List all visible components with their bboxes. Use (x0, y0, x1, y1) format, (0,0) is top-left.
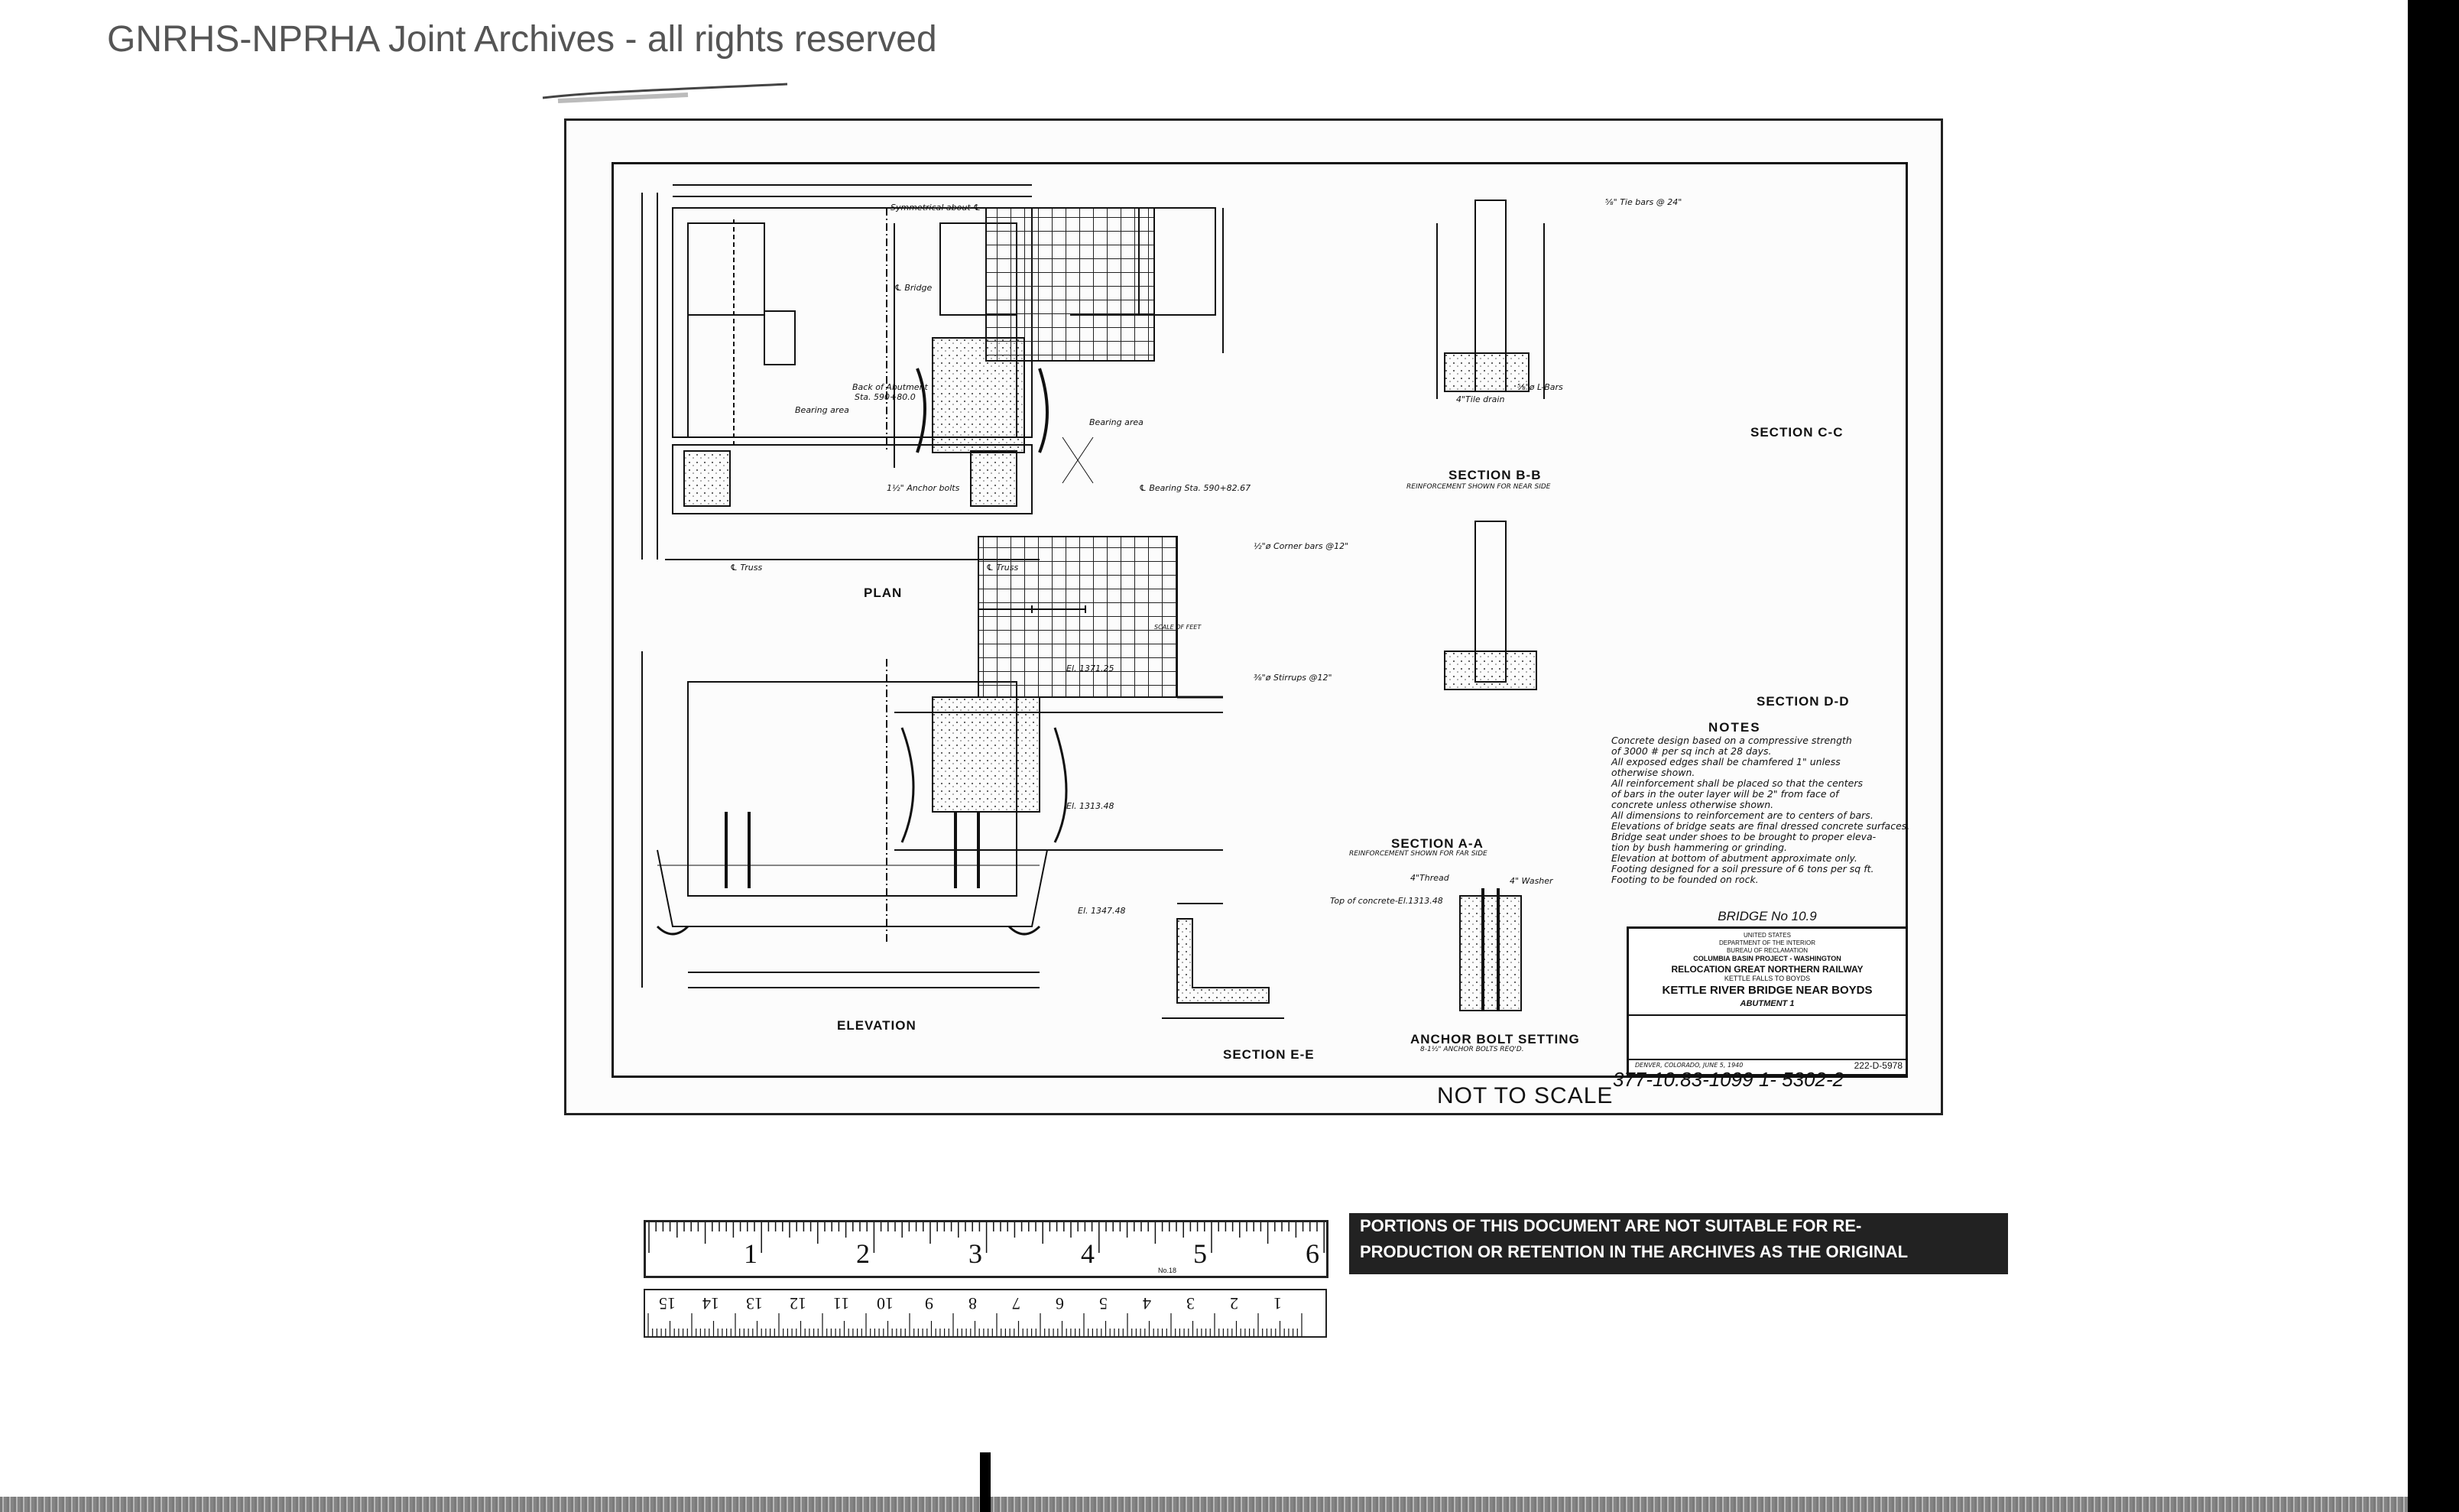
section-cc-title: SECTION C-C (1750, 425, 1844, 440)
scale-caption: SCALE OF FEET (1154, 624, 1202, 631)
section-bb-view (894, 207, 1224, 468)
label-corner-bars: ½"ø Corner bars @12" (1254, 541, 1349, 551)
section-bb-title: SECTION B-B (1448, 468, 1542, 482)
section-aa-subtitle: REINFORCEMENT SHOWN FOR FAR SIDE (1349, 850, 1487, 858)
agency-line-2: DEPARTMENT OF THE INTERIOR (1718, 939, 1816, 946)
inch-2: 2 (856, 1238, 870, 1269)
elevation-view (641, 651, 1048, 988)
label-tie-bars: ⅝" Tie bars @ 24" (1605, 197, 1682, 207)
anchor-title: ANCHOR BOLT SETTING (1410, 1032, 1580, 1046)
location-line: DENVER, COLORADO, JUNE 5, 1940 (1635, 1062, 1744, 1069)
cm-9: 9 (925, 1294, 933, 1313)
section-aa-title: SECTION A-A (1391, 836, 1484, 851)
scan-bottom-strip (0, 1497, 2408, 1512)
abutment-drawing (641, 184, 1545, 1019)
label-el-top: El. 1371.25 (1066, 664, 1114, 673)
project-line: COLUMBIA BASIN PROJECT - WASHINGTON (1693, 955, 1841, 962)
notes-body: Concrete design based on a compressive s… (1611, 735, 1910, 885)
scan-marker (980, 1452, 991, 1512)
scan-edge (2408, 0, 2459, 1512)
section-bb-subtitle: REINFORCEMENT SHOWN FOR NEAR SIDE (1406, 483, 1551, 491)
label-washer: 4" Washer (1510, 876, 1553, 886)
ruler-brand: No.18 (1158, 1267, 1177, 1274)
section-dd-title: SECTION D-D (1757, 694, 1850, 709)
section-ee-title: SECTION E-E (1223, 1047, 1315, 1062)
section-aa-view (894, 536, 1223, 851)
bridge-title: KETTLE RIVER BRIDGE NEAR BOYDS (1662, 984, 1873, 997)
label-anchor-bolts: 1½" Anchor bolts (887, 483, 960, 493)
cm-ticks (647, 1313, 1302, 1336)
reproduction-warning: PORTIONS OF THIS DOCUMENT ARE NOT SUITAB… (1349, 1213, 2008, 1274)
label-bridge-cl: ℄ Bridge (894, 283, 933, 293)
section-ee-view (1162, 903, 1284, 1019)
label-bearing-area-right: Bearing area (1089, 417, 1144, 427)
cm-11: 11 (833, 1294, 850, 1313)
warning-line-2: PRODUCTION OR RETENTION IN THE ARCHIVES … (1360, 1242, 1909, 1261)
label-l-bars: ⅝"ø L-Bars (1517, 382, 1563, 392)
agency-line-3: BUREAU OF RECLAMATION (1726, 947, 1809, 954)
label-top-concrete: Top of concrete-El.1313.48 (1330, 896, 1443, 906)
label-symmetrical: Symmetrical about ℄ (890, 203, 981, 213)
label-bearing-sta: ℄ Bearing Sta. 590+82.67 (1139, 483, 1251, 493)
section-dd-view (1444, 521, 1537, 690)
agency-line-1: UNITED STATES (1744, 932, 1791, 939)
cm-ruler: 1 2 3 4 5 6 7 8 9 10 11 12 13 14 15 (644, 1289, 1327, 1338)
cm-3: 3 (1186, 1294, 1195, 1313)
cm-7: 7 (1012, 1294, 1020, 1313)
cm-6: 6 (1056, 1294, 1064, 1313)
label-back-abutment-sta: Sta. 590+80.0 (855, 392, 916, 402)
title-block: BRIDGE No 10.9 UNITED STATES DEPARTMENT … (1627, 909, 1908, 1076)
plan-title: PLAN (864, 586, 903, 600)
drawing-number: 377-10.83-1099 1- 5302-2 (1613, 1068, 1844, 1091)
cm-4: 4 (1143, 1294, 1151, 1313)
label-bearing-area-left: Bearing area (795, 405, 849, 415)
cm-14: 14 (702, 1294, 719, 1313)
cm-8: 8 (968, 1294, 977, 1313)
inch-4: 4 (1081, 1238, 1095, 1269)
cm-15: 15 (659, 1294, 676, 1313)
route-line: KETTLE FALLS TO BOYDS (1724, 975, 1811, 982)
label-back-abutment: Back of Abutment (852, 382, 928, 392)
warning-line-1: PORTIONS OF THIS DOCUMENT ARE NOT SUITAB… (1360, 1216, 1862, 1235)
anchor-bolt-view (1459, 888, 1522, 1011)
bridge-number: BRIDGE No 10.9 (1718, 909, 1817, 923)
label-thread: 4"Thread (1410, 873, 1449, 883)
relocation-line: RELOCATION GREAT NORTHERN RAILWAY (1671, 964, 1864, 975)
inch-ticks (648, 1222, 1325, 1253)
cm-10: 10 (877, 1294, 894, 1313)
label-truss-right: ℄ Truss (986, 563, 1019, 573)
notes-title: NOTES (1708, 720, 1761, 735)
scan-smudge (542, 83, 788, 103)
label-el-mid: El. 1313.48 (1066, 801, 1114, 811)
anchor-subtitle: 8-1½" ANCHOR BOLTS REQ'D. (1420, 1046, 1524, 1053)
label-truss-left: ℄ Truss (730, 563, 763, 573)
cm-5: 5 (1099, 1294, 1108, 1313)
not-to-scale-stamp: NOT TO SCALE (1437, 1083, 1614, 1108)
elevation-title: ELEVATION (837, 1018, 916, 1033)
scale-bar (978, 605, 1086, 613)
inch-6: 6 (1306, 1238, 1319, 1269)
drawing-border (612, 162, 1908, 1078)
drawing-code: 222-D-5978 (1854, 1060, 1903, 1071)
archive-watermark: GNRHS-NPRHA Joint Archives - all rights … (107, 19, 937, 60)
inch-3: 3 (968, 1238, 982, 1269)
cm-12: 12 (790, 1294, 806, 1313)
cm-13: 13 (746, 1294, 763, 1313)
cm-2: 2 (1230, 1294, 1238, 1313)
section-cc-view (1436, 200, 1545, 399)
label-tile-drain: 4"Tile drain (1456, 394, 1505, 404)
label-stirrups: ⅜"ø Stirrups @12" (1254, 673, 1332, 683)
inch-1: 1 (744, 1238, 757, 1269)
inch-ruler: 1 2 3 4 5 6 No.18 (644, 1220, 1328, 1278)
inch-5: 5 (1193, 1238, 1207, 1269)
label-el-low: El. 1347.48 (1078, 906, 1126, 916)
cm-1: 1 (1273, 1294, 1282, 1313)
abutment-subtitle: ABUTMENT 1 (1740, 999, 1795, 1008)
